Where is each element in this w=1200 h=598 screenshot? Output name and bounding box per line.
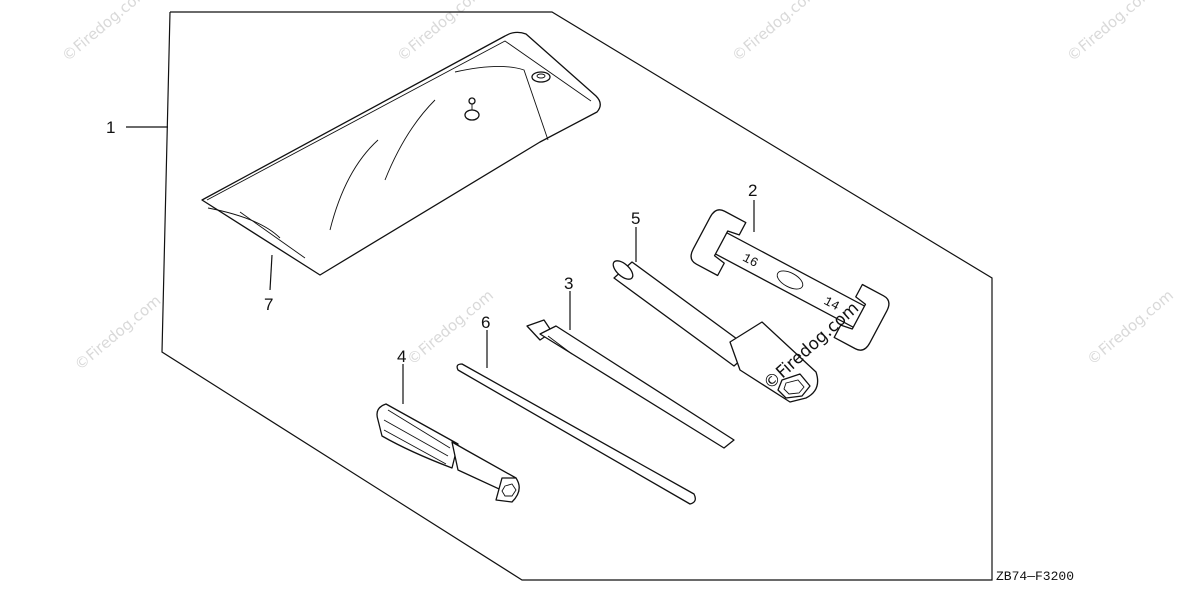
watermark-text: ©Firedog.com	[1083, 286, 1176, 368]
plug-wrench	[612, 260, 819, 403]
screwdriver-handle	[376, 403, 520, 503]
watermark-text: ©Firedog.com	[71, 291, 164, 373]
drawing-code: ZB74—F3200	[996, 569, 1074, 584]
screwdriver-shaft	[526, 319, 735, 449]
leader-lines	[126, 126, 755, 404]
svg-text:14: 14	[821, 293, 842, 314]
snap-stud-icon	[464, 109, 480, 121]
watermark-text: ©Firedog.com	[1063, 0, 1156, 65]
callout-7: 7	[264, 295, 273, 314]
watermark-text: ©Firedog.com	[58, 0, 151, 65]
watermark-text: ©Firedog.com	[728, 0, 821, 65]
assembly-boundary	[161, 11, 993, 581]
tool-bag	[201, 31, 601, 276]
callout-3: 3	[564, 274, 573, 293]
callout-1: 1	[106, 118, 115, 137]
svg-text:16: 16	[740, 250, 761, 271]
callout-2: 2	[748, 181, 757, 200]
spanner-wrench: 16 14	[690, 209, 890, 351]
callout-5: 5	[631, 209, 640, 228]
callout-4: 4	[397, 347, 406, 366]
snap-button-icon	[531, 71, 551, 83]
callout-6: 6	[481, 313, 490, 332]
tommy-bar	[456, 363, 696, 505]
